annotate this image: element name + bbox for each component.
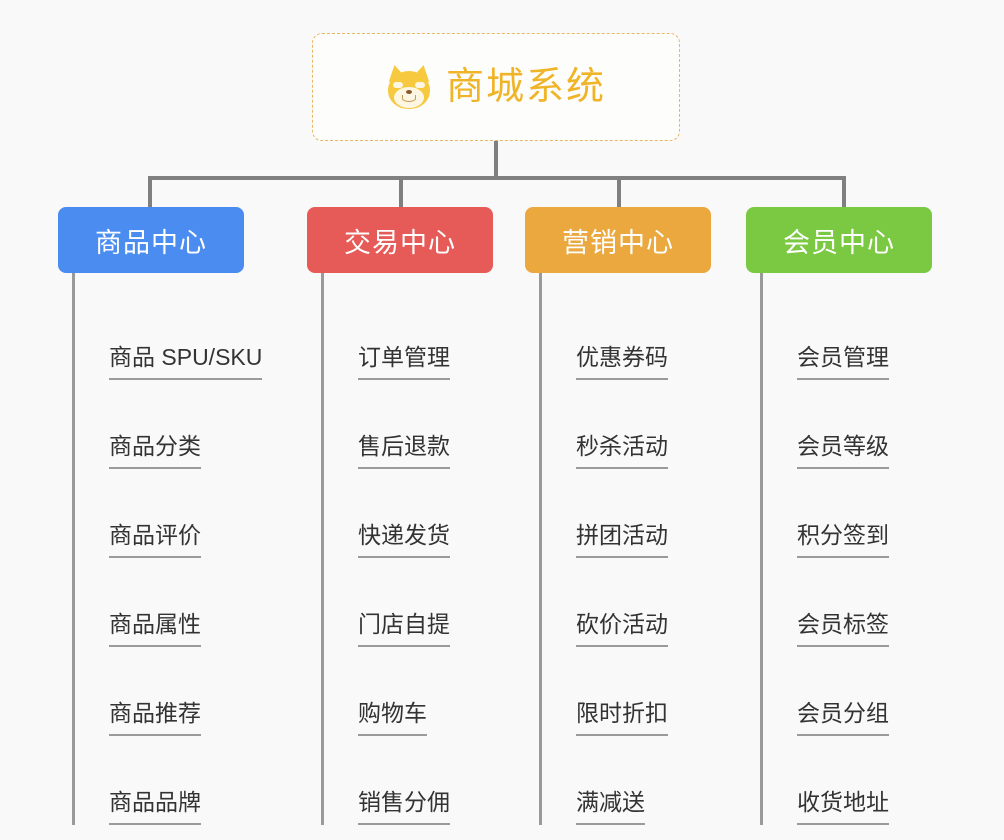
connector-drop-1 [148,176,152,209]
list-item-label: 限时折扣 [576,699,668,736]
branch-items-trade-center: 订单管理 售后退款 快递发货 门店自提 购物车 销售分佣 [321,273,493,825]
list-item-label: 会员标签 [797,610,889,647]
connector-horizontal-bar [148,176,846,180]
list-item[interactable]: 秒杀活动 [542,380,711,469]
branch-items-member-center: 会员管理 会员等级 积分签到 会员标签 会员分组 收货地址 [760,273,932,825]
list-item[interactable]: 订单管理 [324,291,493,380]
list-item-label: 拼团活动 [576,521,668,558]
connector-drop-3 [617,176,621,209]
branch-header-product-center[interactable]: 商品中心 [58,207,244,273]
list-item[interactable]: 积分签到 [763,469,932,558]
list-item[interactable]: 快递发货 [324,469,493,558]
list-item-label: 优惠券码 [576,343,668,380]
list-item-label: 商品品牌 [109,788,201,825]
list-item-label: 销售分佣 [358,788,450,825]
list-item[interactable]: 优惠券码 [542,291,711,380]
list-item[interactable]: 满减送 [542,736,711,825]
list-item[interactable]: 会员等级 [763,380,932,469]
list-item-label: 满减送 [576,788,645,825]
branch-title: 商品中心 [95,227,207,258]
branch-header-member-center[interactable]: 会员中心 [746,207,932,273]
branch-items-product-center: 商品 SPU/SKU 商品分类 商品评价 商品属性 商品推荐 商品品牌 [72,273,263,825]
list-item[interactable]: 会员管理 [763,291,932,380]
connector-root-stem [494,141,498,179]
list-item[interactable]: 拼团活动 [542,469,711,558]
root-title: 商城系统 [445,66,606,108]
list-item[interactable]: 门店自提 [324,558,493,647]
list-item-label: 收货地址 [797,788,889,825]
list-item[interactable]: 商品评价 [75,469,244,558]
list-item[interactable]: 限时折扣 [542,647,711,736]
list-item-label: 售后退款 [358,432,450,469]
branch-title: 营销中心 [562,227,674,258]
root-node[interactable]: 商城系统 [312,33,680,141]
list-item-label: 门店自提 [358,610,450,647]
list-item-label: 商品分类 [109,432,201,469]
branch-trade-center: 交易中心 订单管理 售后退款 快递发货 门店自提 购物车 销售分佣 [307,207,493,825]
branch-marketing-center: 营销中心 优惠券码 秒杀活动 拼团活动 砍价活动 限时折扣 满减送 [525,207,711,825]
list-item-label: 商品 SPU/SKU [109,343,263,380]
list-item-label: 快递发货 [358,521,450,558]
branch-title: 会员中心 [783,227,895,258]
list-item-label: 购物车 [358,699,427,736]
branch-product-center: 商品中心 商品 SPU/SKU 商品分类 商品评价 商品属性 商品推荐 商品品牌 [58,207,263,825]
list-item-label: 商品属性 [109,610,201,647]
list-item[interactable]: 砍价活动 [542,558,711,647]
list-item-label: 订单管理 [358,343,450,380]
list-item[interactable]: 商品属性 [75,558,244,647]
list-item[interactable]: 商品分类 [75,380,244,469]
branch-title: 交易中心 [344,227,456,258]
list-item[interactable]: 会员标签 [763,558,932,647]
branch-items-marketing-center: 优惠券码 秒杀活动 拼团活动 砍价活动 限时折扣 满减送 [539,273,711,825]
list-item[interactable]: 收货地址 [763,736,932,825]
branch-header-trade-center[interactable]: 交易中心 [307,207,493,273]
list-item[interactable]: 购物车 [324,647,493,736]
list-item-label: 会员分组 [797,699,889,736]
list-item[interactable]: 商品推荐 [75,647,244,736]
branch-member-center: 会员中心 会员管理 会员等级 积分签到 会员标签 会员分组 收货地址 [746,207,932,825]
connector-drop-2 [399,176,403,209]
list-item-label: 会员等级 [797,432,889,469]
list-item[interactable]: 会员分组 [763,647,932,736]
list-item[interactable]: 商品 SPU/SKU [75,291,263,380]
list-item[interactable]: 售后退款 [324,380,493,469]
connector-drop-4 [842,176,846,209]
list-item[interactable]: 销售分佣 [324,736,493,825]
shiba-dog-face-icon [385,63,433,109]
list-item-label: 会员管理 [797,343,889,380]
list-item-label: 商品推荐 [109,699,201,736]
list-item[interactable]: 商品品牌 [75,736,244,825]
branch-header-marketing-center[interactable]: 营销中心 [525,207,711,273]
list-item-label: 秒杀活动 [576,432,668,469]
list-item-label: 商品评价 [109,521,201,558]
list-item-label: 砍价活动 [576,610,668,647]
list-item-label: 积分签到 [797,521,889,558]
